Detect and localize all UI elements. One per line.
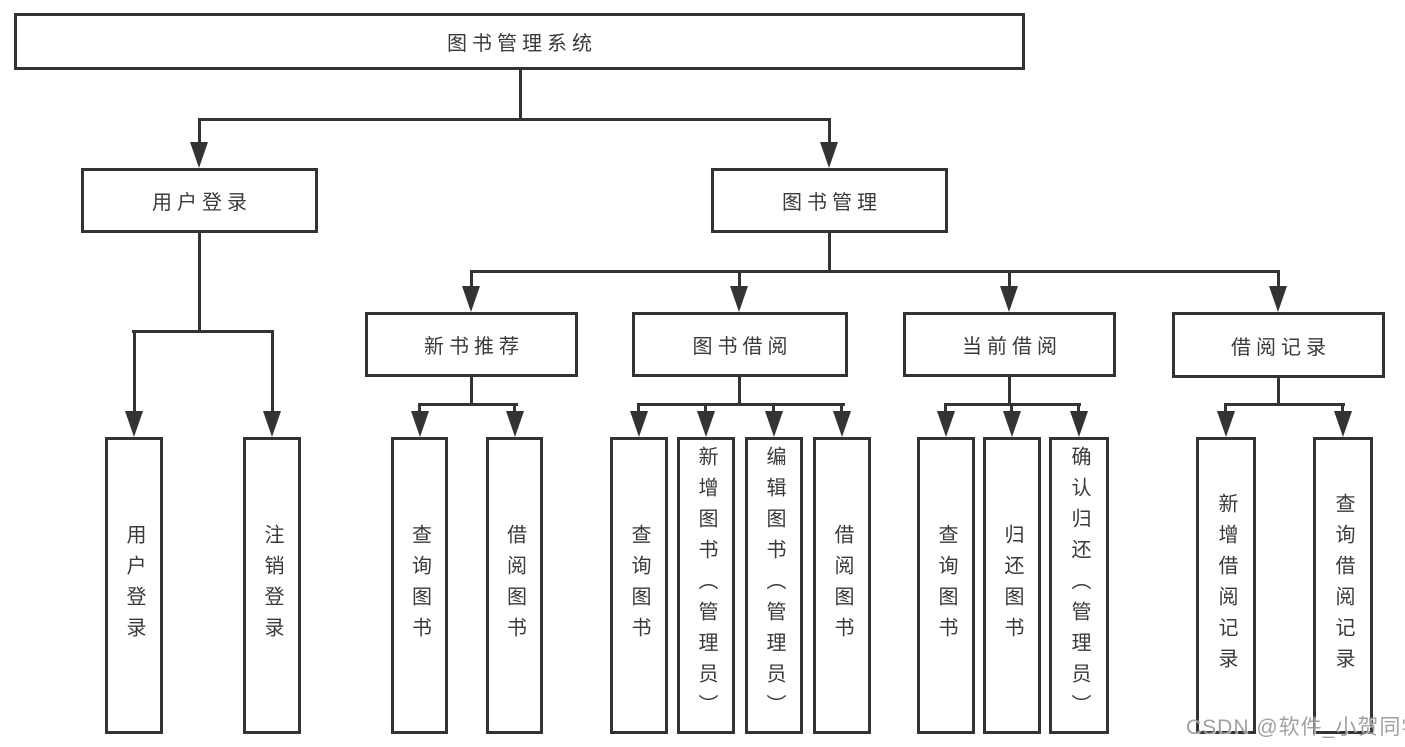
leaf-record-query-borrow-record: 查询借阅记录 [1313, 437, 1373, 734]
connector-management-stem [828, 233, 831, 273]
node-label: 用户登录 [152, 192, 252, 214]
arrow-down-icon [1070, 411, 1088, 437]
connector-login-stem [198, 233, 201, 333]
arrow-down-icon [937, 411, 955, 437]
node-label: 图书借阅 [692, 336, 793, 358]
connector-arrow-shaft [470, 273, 473, 288]
connector-arrow-shaft [637, 406, 640, 414]
csdn-watermark: CSDN @软件_小贺同学 [1186, 716, 1405, 739]
node-user-login: 用户登录 [81, 168, 318, 233]
leaf-current-confirm-return-admin: 确认归还（管理员） [1049, 437, 1109, 734]
arrow-down-icon [506, 411, 524, 437]
connector-borrow-split [637, 403, 845, 406]
node-borrow-record: 借阅记录 [1172, 312, 1385, 378]
arrow-down-icon [697, 411, 715, 437]
connector-borrow-stem [738, 377, 741, 406]
leaf-current-query-book: 查询图书 [917, 437, 975, 734]
connector-level3-split [470, 270, 1280, 273]
node-label: 查询图书 [628, 523, 650, 648]
node-new-book-recommend: 新书推荐 [365, 312, 578, 377]
connector-current-stem [1008, 377, 1011, 406]
node-label: 归还图书 [1001, 523, 1023, 648]
leaf-recommend-borrow-book: 借阅图书 [486, 437, 543, 734]
arrow-down-icon [1269, 286, 1287, 312]
node-book-management: 图书管理 [711, 168, 948, 233]
connector-arrow-shaft [1010, 406, 1013, 414]
node-label: 借阅图书 [831, 523, 853, 648]
connector-recommend-stem [470, 377, 473, 406]
arrow-down-icon [263, 411, 281, 437]
connector-recommend-split [418, 403, 518, 406]
arrow-down-icon [820, 142, 838, 168]
leaf-record-add-borrow-record: 新增借阅记录 [1196, 437, 1256, 734]
arrow-down-icon [630, 411, 648, 437]
node-label: 借阅记录 [1231, 336, 1331, 359]
arrow-down-icon [125, 411, 143, 437]
leaf-current-return-book: 归还图书 [983, 437, 1041, 734]
leaf-recommend-query-book: 查询图书 [391, 437, 448, 734]
node-label: 查询借阅记录 [1332, 492, 1354, 679]
node-label: 新增借阅记录 [1215, 492, 1237, 679]
connector-arrow-shaft [1277, 273, 1280, 288]
connector-root-stem [519, 70, 522, 121]
node-book-borrow: 图书借阅 [632, 312, 848, 377]
leaf-borrow-borrow-book: 借阅图书 [813, 437, 871, 734]
arrow-down-icon [1217, 411, 1235, 437]
node-label: 查询图书 [408, 523, 431, 648]
connector-record-stem [1277, 378, 1280, 406]
connector-login-split [132, 330, 274, 333]
connector-arrow-shaft [944, 406, 947, 414]
connector-arrow-shaft [828, 121, 831, 144]
leaf-borrow-query-book: 查询图书 [610, 437, 668, 734]
connector-arrow-shaft [1341, 406, 1344, 414]
arrow-down-icon [1003, 411, 1021, 437]
connector-arrow-shaft [271, 333, 274, 411]
node-label: 当前借阅 [962, 336, 1062, 358]
arrow-down-icon [190, 142, 208, 168]
connector-record-split [1224, 403, 1345, 406]
node-root-library-system: 图书管理系统 [14, 13, 1025, 70]
node-label: 查询图书 [935, 523, 957, 648]
arrow-down-icon [1000, 286, 1018, 312]
node-label: 注销登录 [261, 523, 283, 648]
connector-level2-split [198, 118, 831, 121]
connector-arrow-shaft [198, 121, 201, 144]
connector-arrow-shaft [1224, 406, 1227, 414]
connector-arrow-shaft [513, 406, 516, 414]
leaf-borrow-add-book-admin: 新增图书（管理员） [677, 437, 735, 734]
arrow-down-icon [765, 411, 783, 437]
node-label: 图书管理系统 [447, 33, 597, 55]
leaf-borrow-edit-book-admin: 编辑图书（管理员） [745, 437, 803, 734]
arrow-down-icon [730, 286, 748, 312]
arrow-down-icon [411, 411, 429, 437]
leaf-logout: 注销登录 [243, 437, 301, 734]
node-label: 用户登录 [123, 523, 145, 648]
node-label: 编辑图书（管理员） [763, 446, 785, 725]
connector-arrow-shaft [704, 406, 707, 414]
connector-arrow-shaft [418, 406, 421, 414]
connector-current-split [944, 403, 1081, 406]
arrow-down-icon [833, 411, 851, 437]
node-label: 确认归还（管理员） [1068, 446, 1090, 725]
node-label: 借阅图书 [503, 523, 526, 648]
node-label: 新书推荐 [424, 336, 524, 358]
connector-arrow-shaft [1077, 406, 1080, 414]
arrow-down-icon [1334, 411, 1352, 437]
connector-arrow-shaft [738, 273, 741, 288]
node-label: 新增图书（管理员） [695, 446, 717, 725]
arrow-down-icon [462, 286, 480, 312]
connector-arrow-shaft [840, 406, 843, 414]
leaf-user-login: 用户登录 [105, 437, 163, 734]
node-current-borrow: 当前借阅 [903, 312, 1116, 377]
node-label: 图书管理 [782, 192, 882, 214]
connector-arrow-shaft [133, 333, 136, 411]
connector-arrow-shaft [772, 406, 775, 414]
connector-arrow-shaft [1008, 273, 1011, 288]
